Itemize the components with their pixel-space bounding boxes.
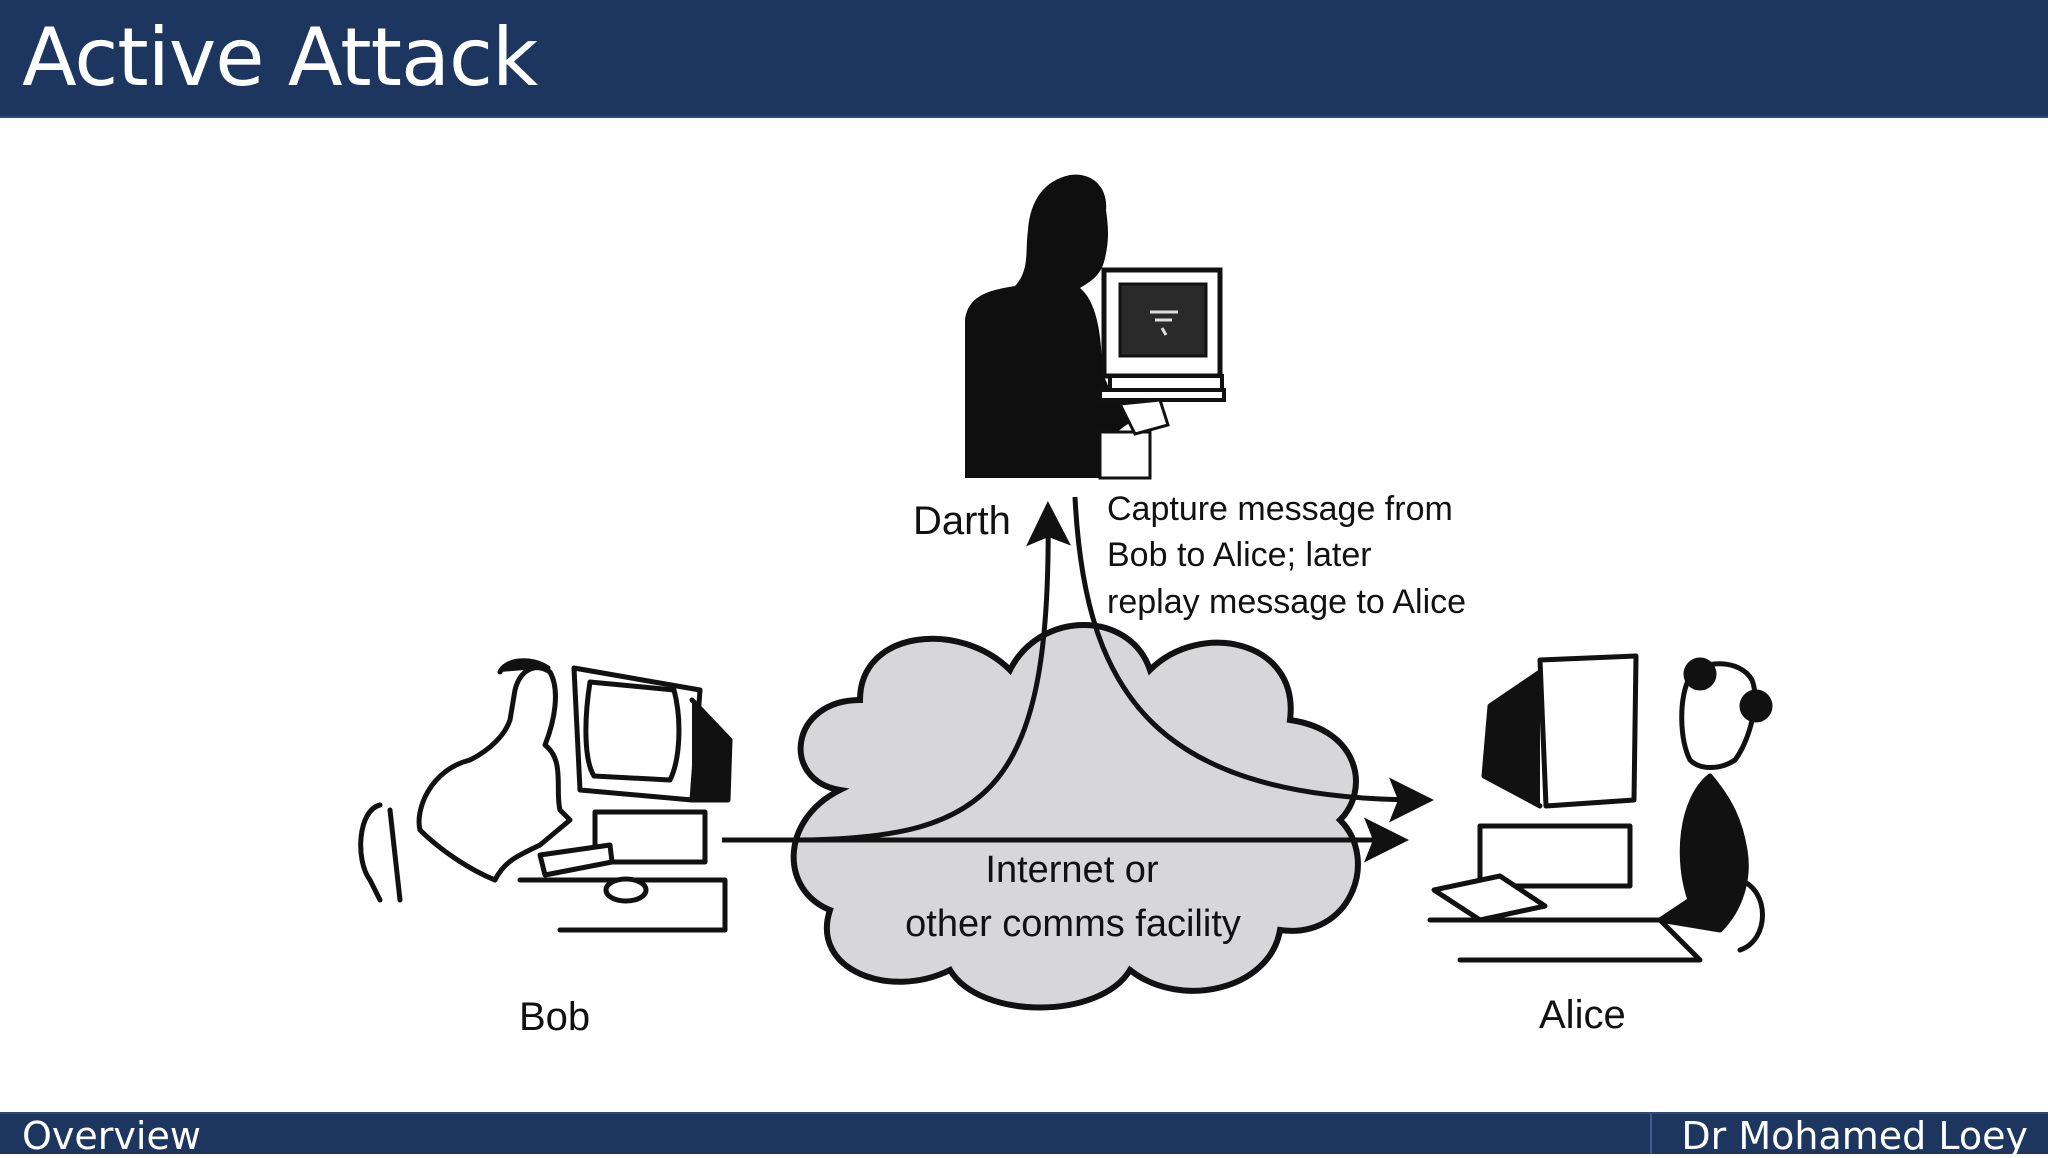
darth-silhouette xyxy=(965,174,1158,478)
slide-title: Active Attack xyxy=(22,11,538,104)
footer-author: Dr Mohamed Loey xyxy=(1681,1114,2028,1158)
title-bar: Active Attack xyxy=(0,0,2048,118)
alice-monitor xyxy=(1537,653,1639,809)
bob-chair xyxy=(358,802,403,903)
footer-bar: Overview Dr Mohamed Loey xyxy=(0,1112,2048,1158)
bob-mouse xyxy=(603,876,649,904)
alice-desk xyxy=(1427,917,1703,963)
annotation-line-2: Bob to Alice; later xyxy=(1107,536,1372,574)
diagram-svg: Darth Capture message from Bob to Alice;… xyxy=(358,174,1773,1039)
footer-section-label: Overview xyxy=(22,1114,201,1158)
bob-figure xyxy=(358,658,733,933)
network-cloud xyxy=(790,622,1361,1011)
replay-arrow-to-alice xyxy=(1072,496,1434,823)
alice-keyboard xyxy=(1431,873,1548,923)
bob-label: Bob xyxy=(519,995,590,1039)
alice-chair xyxy=(1737,877,1765,953)
footer-divider xyxy=(1650,1114,1652,1154)
intercept-arrow-to-darth xyxy=(799,501,1072,843)
alice-computer-case xyxy=(1477,823,1633,889)
cloud-label-line-2: other comms facility xyxy=(905,903,1241,945)
paper-sheet xyxy=(1117,398,1170,436)
darth-monitor xyxy=(1098,267,1226,402)
annotation-line-1: Capture message from xyxy=(1107,490,1453,528)
annotation-line-3: replay message to Alice xyxy=(1107,583,1466,621)
darth-desk xyxy=(1098,430,1152,480)
bob-body xyxy=(416,665,573,883)
cloud-label-line-1: Internet or xyxy=(985,849,1159,891)
alice-body xyxy=(1657,773,1749,933)
active-attack-diagram: Darth Capture message from Bob to Alice;… xyxy=(0,118,2048,1112)
darth-label: Darth xyxy=(913,499,1011,543)
darth-figure xyxy=(965,174,1226,480)
alice-label: Alice xyxy=(1539,993,1626,1037)
alice-figure xyxy=(1427,653,1773,963)
